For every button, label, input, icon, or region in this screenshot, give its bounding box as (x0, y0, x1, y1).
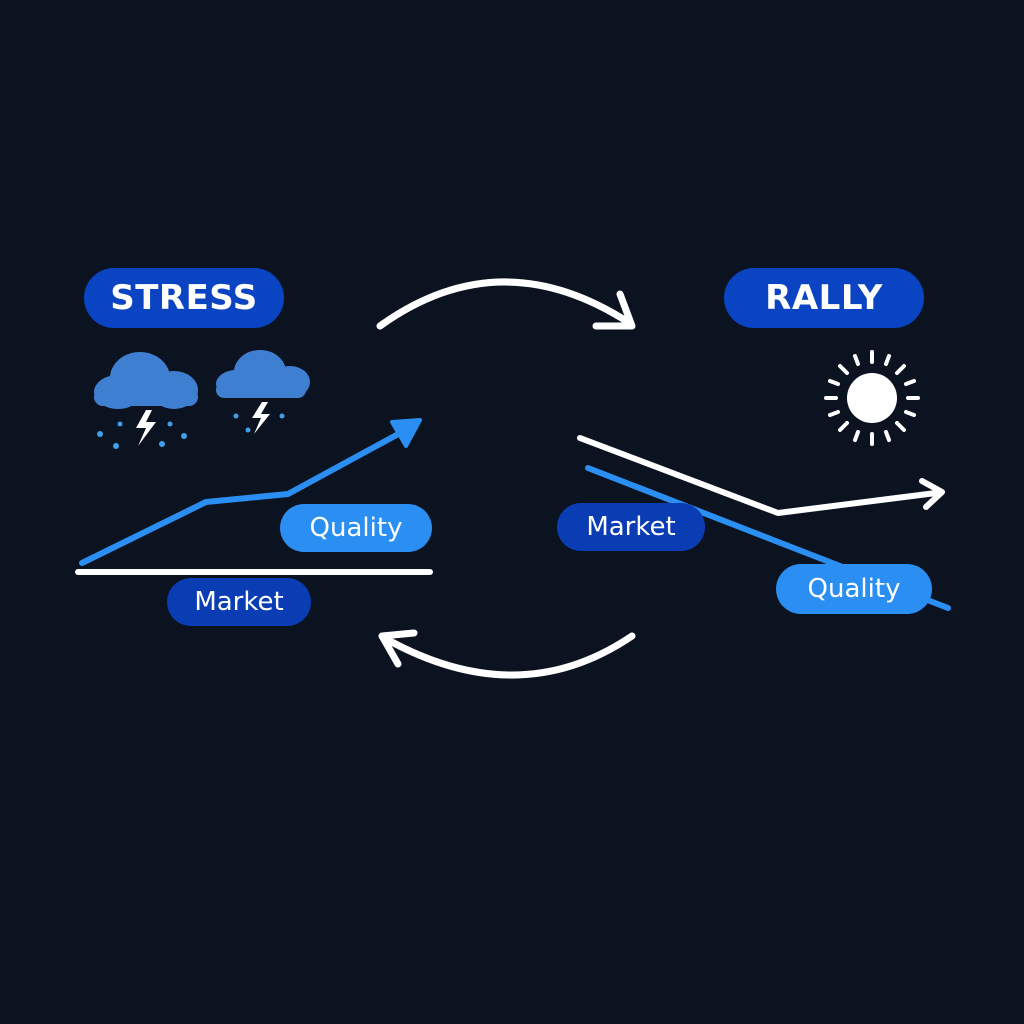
stress-regime-label: STRESS (84, 268, 284, 328)
cloud-small-icon (216, 350, 310, 398)
rally-label-text: RALLY (765, 278, 883, 318)
curved-arrow-right-icon (376, 278, 636, 330)
rain-drops-icon (97, 421, 187, 449)
stress-label-text: STRESS (110, 278, 258, 318)
stress-quality-line (79, 418, 422, 566)
rally-market-text: Market (586, 512, 676, 542)
stress-quality-label: Quality (280, 504, 432, 552)
stress-market-label: Market (167, 578, 311, 626)
rally-quality-label: Quality (776, 564, 932, 614)
stress-quality-text: Quality (309, 513, 403, 543)
rally-market-line (577, 435, 945, 516)
storm-cloud-icon (94, 350, 310, 449)
curved-arrow-left-icon (378, 629, 636, 679)
rain-drops-small-icon (233, 413, 285, 433)
cloud-large-icon (94, 352, 198, 409)
lightning-small-icon (252, 402, 270, 434)
rally-quality-text: Quality (807, 574, 901, 604)
rally-regime-label: RALLY (724, 268, 924, 328)
stress-market-text: Market (194, 587, 284, 617)
sun-icon (824, 350, 920, 446)
rally-market-label: Market (557, 503, 705, 551)
lightning-icon (136, 410, 156, 446)
